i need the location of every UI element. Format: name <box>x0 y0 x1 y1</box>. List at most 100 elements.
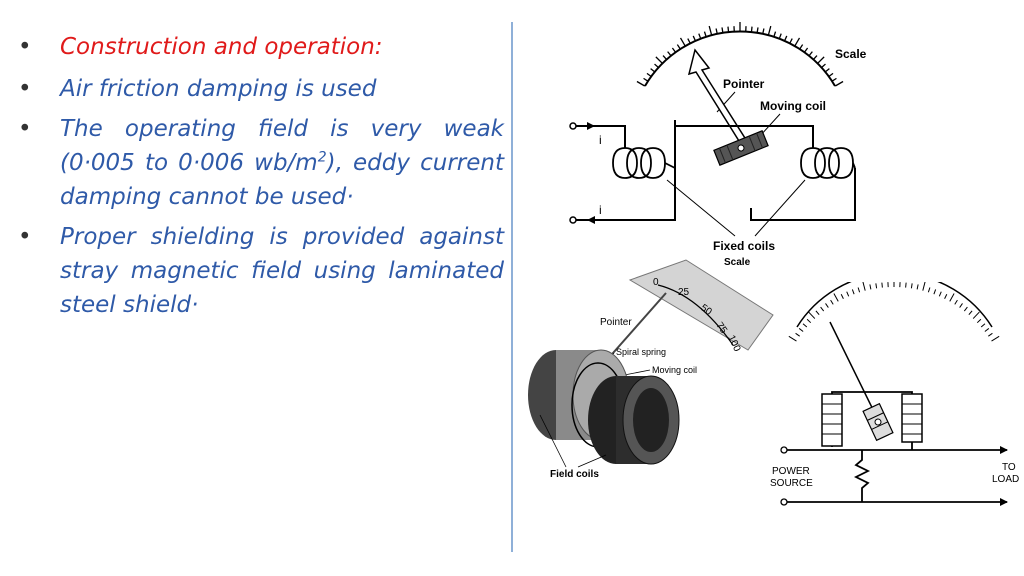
scale-tick <box>968 310 973 316</box>
scale-tick <box>804 47 809 53</box>
scale-tick <box>788 335 797 342</box>
bullet-operating-field: • The operating field is very weak (0·00… <box>18 112 504 214</box>
field-coil-right <box>588 375 680 465</box>
scale-tick <box>721 27 724 33</box>
moving-coil-label: Moving coil <box>760 99 826 113</box>
current-arrow <box>587 216 595 224</box>
scale-tick <box>808 51 813 56</box>
figure-electrodynamometer-schematic: Scale Pointer Moving coil i i Fixed coil… <box>569 22 867 253</box>
scale-tick-25: 25 <box>678 287 690 298</box>
moving-coil-label: Moving coil <box>652 365 697 375</box>
scale-tick <box>988 332 993 337</box>
scale-tick <box>655 56 663 64</box>
scale-tick <box>798 328 804 332</box>
scale-tick <box>857 287 861 293</box>
bullet-dot: • <box>18 116 32 142</box>
scale-tick <box>703 31 707 37</box>
scale-tick <box>802 323 808 328</box>
current-label: i <box>599 133 602 147</box>
scale-tick <box>773 31 777 37</box>
to-load-label: TO <box>1002 462 1016 473</box>
scale-tick <box>938 291 942 297</box>
scale-tick <box>806 318 812 324</box>
current-label: i <box>599 203 602 217</box>
current-arrow <box>587 122 595 130</box>
scale-tick <box>833 293 839 302</box>
bullet-shielding: • Proper shielding is provided against s… <box>18 220 504 322</box>
terminal <box>569 216 577 224</box>
scale-tick <box>976 318 982 324</box>
scale-tick <box>846 291 850 297</box>
scale-tick <box>984 328 990 332</box>
scale-tick <box>698 33 702 39</box>
scale-tick <box>820 306 825 312</box>
scale-tick <box>980 323 986 328</box>
bullet-construction-heading: • Construction and operation: <box>18 30 504 64</box>
scale-tick <box>692 35 696 41</box>
scale-label: Scale <box>835 47 867 61</box>
scale-tick <box>662 55 667 60</box>
scale-tick <box>916 284 919 290</box>
scale-tick <box>927 287 931 293</box>
scale-tick <box>862 282 866 291</box>
scale-tick <box>954 299 958 305</box>
scale-tick <box>808 311 816 319</box>
scale-tick <box>767 25 772 35</box>
moving-coil <box>862 402 894 442</box>
moving-coil <box>713 130 769 166</box>
pointer-label: Pointer <box>723 77 765 91</box>
scale-tick <box>944 294 948 299</box>
field-coils-label: Field coils <box>550 469 599 480</box>
circuit-wires <box>573 120 856 221</box>
fixed-coil-right <box>800 147 856 179</box>
scale-tick <box>991 335 1000 342</box>
scale-tick <box>949 293 955 302</box>
scale-tick <box>825 303 829 308</box>
pointer-label: Pointer <box>600 317 632 328</box>
power-source-label: SOURCE <box>770 478 813 489</box>
figure-meter-3d: Scale 0 25 50 75 100 Pointer Spiral spri… <box>528 257 774 480</box>
fixed-coils-leader <box>754 179 806 237</box>
scale-tick <box>799 44 804 50</box>
scale-tick <box>828 72 834 77</box>
scale-tick <box>840 294 844 299</box>
bullet-air-friction: • Air friction damping is used <box>18 72 504 106</box>
scale-tick <box>933 289 937 295</box>
scale-tick <box>715 28 718 34</box>
scale-tick <box>851 289 855 295</box>
bullet-dot: • <box>18 34 32 60</box>
scale-tick <box>778 33 782 39</box>
pointer-needle <box>687 48 752 150</box>
current-coil-left <box>821 393 843 447</box>
scale-tick <box>794 37 801 47</box>
scale-tick <box>869 284 872 290</box>
scale-tick <box>784 35 788 41</box>
figure-wattmeter-circuit: POWER SOURCE TO LOAD <box>770 282 1019 506</box>
scale-tick <box>834 80 844 87</box>
scale-tick <box>646 72 652 77</box>
scale-tick <box>922 282 926 291</box>
field-coils-leader <box>577 454 607 468</box>
text-panel: • Construction and operation: • Air fric… <box>18 30 504 322</box>
scale-tick <box>825 68 830 73</box>
scale-tick <box>881 282 883 288</box>
scale-plate <box>628 259 774 351</box>
scale-tick <box>654 63 659 68</box>
scale-tick <box>963 306 968 312</box>
scale-tick <box>972 311 980 319</box>
scale-tick-0: 0 <box>653 277 659 288</box>
scale-tick <box>762 28 765 34</box>
scale-tick <box>831 77 837 82</box>
current-coil-right <box>901 393 923 443</box>
scale-tick <box>789 38 793 44</box>
scale-tick <box>636 80 646 87</box>
scale-tick <box>959 303 963 308</box>
scale-tick <box>708 25 713 35</box>
scale-label: Scale <box>724 257 751 268</box>
to-load-label: LOAD <box>992 474 1019 485</box>
scale-tick <box>817 56 825 64</box>
scale-tick <box>650 68 655 73</box>
scale-tick <box>676 44 681 50</box>
scale-tick <box>667 51 672 56</box>
fixed-coils-label: Fixed coils <box>713 239 775 253</box>
